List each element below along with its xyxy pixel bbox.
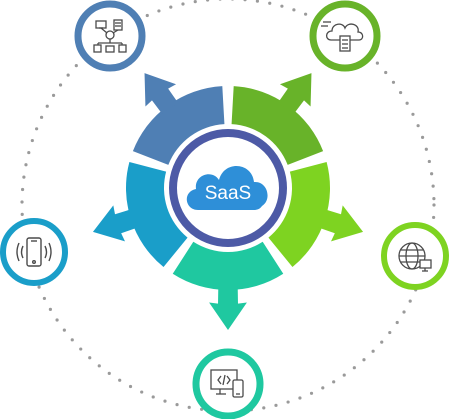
segment-code [172, 241, 284, 290]
network-devices-icon [93, 19, 127, 53]
segment-cloud-server [231, 86, 324, 165]
arrow-smartphone [92, 205, 138, 242]
cloud-shape [186, 165, 268, 210]
globe-monitor-icon [398, 242, 432, 272]
node-globe-monitor [381, 222, 449, 290]
segment-network [132, 86, 225, 165]
saas-label: SaaS [205, 183, 251, 204]
node-cloud-server [309, 0, 381, 72]
segment-ring [92, 73, 364, 330]
hub-ring [169, 129, 287, 247]
node-network-devices [74, 0, 146, 72]
arrow-network [144, 73, 178, 114]
node-code-devices [192, 348, 264, 419]
segment-smartphone [126, 161, 188, 268]
segment-globe [268, 161, 330, 268]
node-smartphone [0, 218, 68, 286]
cloud-server-icon [321, 21, 364, 52]
smartphone-icon [16, 237, 52, 267]
arrow-globe [318, 205, 364, 242]
cloud-icon: SaaS [186, 165, 268, 210]
arrow-cloud-server [278, 73, 312, 114]
code-devices-icon [210, 369, 244, 398]
arrow-code [209, 286, 247, 330]
